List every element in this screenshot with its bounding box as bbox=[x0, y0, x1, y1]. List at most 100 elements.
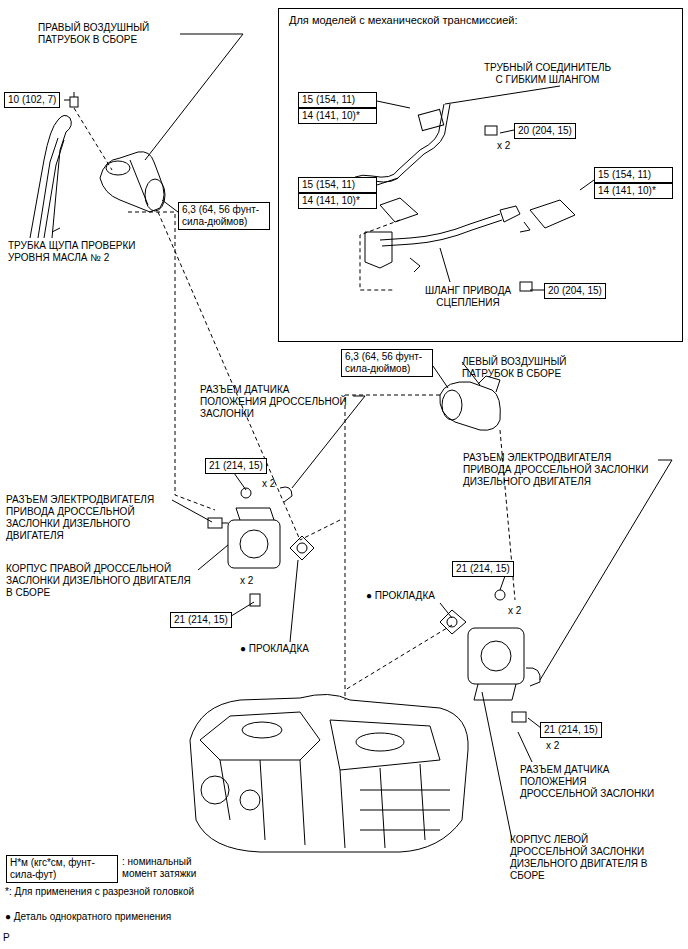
right-throttle-body bbox=[222, 523, 228, 524]
torque-box: 14 (141, 10)* bbox=[298, 193, 377, 209]
part-label: P bbox=[3, 932, 10, 944]
clutch-hose bbox=[530, 200, 575, 228]
part-label: ТРУБКА ЩУПА ПРОВЕРКИ УРОВНЯ МАСЛА № 2 bbox=[8, 240, 158, 264]
dipstick-tube bbox=[38, 138, 58, 238]
alignment-line bbox=[300, 520, 340, 540]
leader-line bbox=[198, 545, 228, 570]
leader-line bbox=[52, 34, 672, 840]
engine-block bbox=[360, 790, 450, 830]
torque-box: 15 (154, 11) bbox=[594, 167, 673, 183]
torque-box: Н*м (кгс*см, фунт-сила-фут) bbox=[6, 855, 118, 883]
left-throttle-body bbox=[481, 641, 511, 671]
engine-block bbox=[240, 790, 260, 810]
leader-line bbox=[292, 396, 365, 488]
part-label: : номинальный момент затяжки bbox=[122, 856, 227, 880]
right-air-duct bbox=[100, 152, 165, 212]
right-throttle-body bbox=[250, 594, 260, 606]
part-label: x 2 bbox=[262, 478, 275, 490]
torque-value: 6,3 (64, 56 фунт-сила-дюймов) bbox=[182, 204, 266, 228]
torque-value: 14 (141, 10)* bbox=[598, 185, 669, 197]
clutch-hose bbox=[500, 206, 520, 222]
part-label: РАЗЪЕМ ДАТЧИКА ПОЛОЖЕНИЯ ДРОССЕЛЬНОЙ ЗАС… bbox=[520, 764, 665, 800]
leader-line bbox=[172, 500, 212, 522]
torque-value: 14 (141, 10)* bbox=[302, 110, 373, 122]
torque-value: 21 (214, 15) bbox=[174, 614, 228, 626]
engine-block bbox=[356, 733, 404, 751]
right-throttle-body bbox=[241, 488, 251, 498]
alignment-line bbox=[345, 625, 452, 690]
alignment-line bbox=[74, 108, 515, 700]
alignment-line bbox=[345, 395, 440, 700]
part-label: ● ПРОКЛАДКА bbox=[366, 590, 435, 602]
part-label: ЛЕВЫЙ ВОЗДУШНЫЙ ПАТРУБОК В СБОРЕ bbox=[462, 356, 612, 380]
torque-box: 21 (214, 15) bbox=[170, 612, 232, 628]
torque-box: 20 (204, 15) bbox=[544, 283, 606, 299]
clutch-pipe bbox=[485, 126, 497, 135]
left-throttle-body bbox=[512, 712, 526, 722]
leader-line bbox=[145, 34, 243, 160]
torque-box: 21 (214, 15) bbox=[452, 561, 514, 577]
engine-block bbox=[330, 720, 440, 770]
part-label: КОРПУС ЛЕВОЙ ДРОССЕЛЬНОЙ ЗАСЛОНКИ ДИЗЕЛЬ… bbox=[510, 834, 665, 882]
part-label: КОРПУС ПРАВОЙ ДРОССЕЛЬНОЙ ЗАСЛОНКИ ДИЗЕЛ… bbox=[6, 563, 198, 599]
leader-line bbox=[445, 86, 560, 104]
torque-value: 20 (204, 15) bbox=[518, 125, 572, 137]
part-label: ШЛАНГ ПРИВОДА СЦЕПЛЕНИЯ bbox=[418, 285, 518, 309]
leader-line bbox=[482, 692, 512, 840]
leader-line bbox=[52, 228, 60, 232]
dipstick-tube bbox=[30, 92, 78, 238]
right-throttle-body bbox=[240, 530, 268, 558]
dipstick-tube bbox=[44, 140, 64, 238]
part-label: РАЗЪЕМ ЭЛЕКТРОДВИГАТЕЛЯ ПРИВОДА ДРОССЕЛЬ… bbox=[6, 494, 172, 542]
torque-value: 20 (204, 15) bbox=[548, 285, 602, 297]
leader-line bbox=[580, 180, 594, 190]
engine-block bbox=[200, 712, 320, 760]
leader-line bbox=[377, 101, 410, 108]
alignment-line bbox=[128, 212, 215, 510]
torque-value: 21 (214, 15) bbox=[456, 563, 510, 575]
torque-box: 15 (154, 11) bbox=[298, 92, 377, 108]
right-air-duct bbox=[106, 161, 130, 175]
right-throttle-body bbox=[280, 487, 292, 502]
left-throttle-body bbox=[495, 590, 505, 600]
part-label: ● ПРОКЛАДКА bbox=[240, 643, 309, 655]
engine-block bbox=[220, 760, 425, 848]
leader-line bbox=[64, 100, 70, 101]
left-throttle-body bbox=[440, 590, 540, 722]
leader-line bbox=[518, 732, 532, 762]
torque-box: 15 (154, 11) bbox=[298, 177, 377, 193]
right-throttle-body bbox=[297, 543, 307, 553]
torque-box: 10 (102, 7) bbox=[4, 92, 60, 108]
dipstick-tube bbox=[30, 115, 71, 238]
left-throttle-body bbox=[440, 610, 466, 634]
left-throttle-body bbox=[447, 617, 457, 627]
right-throttle-body bbox=[236, 508, 274, 520]
clutch-hose bbox=[520, 222, 530, 232]
torque-value: 21 (214, 15) bbox=[209, 460, 263, 472]
part-label: ПРАВЫЙ ВОЗДУШНЫЙ ПАТРУБОК В СБОРЕ bbox=[38, 22, 180, 46]
torque-value: 21 (214, 15) bbox=[544, 724, 598, 736]
part-label: ● Деталь однократного применения bbox=[5, 911, 171, 923]
right-throttle-body bbox=[208, 518, 222, 528]
leader-line bbox=[500, 576, 505, 590]
engine-block bbox=[201, 776, 229, 804]
part-label: *: Для применения с разрезной головкой bbox=[5, 886, 194, 898]
torque-box: 6,3 (64, 56 фунт-сила-дюймов) bbox=[341, 349, 433, 377]
torque-value: 14 (141, 10)* bbox=[302, 195, 373, 207]
engine-block bbox=[190, 694, 468, 852]
clutch-hose bbox=[365, 232, 392, 268]
right-air-duct bbox=[100, 152, 164, 212]
clutch-hose bbox=[365, 200, 575, 291]
engine-block bbox=[190, 694, 468, 852]
torque-value: Н*м (кгс*см, фунт-сила-фут) bbox=[10, 857, 114, 881]
clutch-hose bbox=[410, 258, 420, 272]
leader-line bbox=[290, 560, 298, 642]
left-throttle-body bbox=[474, 684, 516, 700]
clutch-hose bbox=[382, 220, 502, 246]
left-throttle-body bbox=[526, 668, 540, 686]
leader-line bbox=[162, 200, 178, 212]
left-air-duct bbox=[442, 390, 462, 420]
clutch-pipe bbox=[418, 109, 443, 130]
right-air-duct bbox=[145, 179, 165, 211]
